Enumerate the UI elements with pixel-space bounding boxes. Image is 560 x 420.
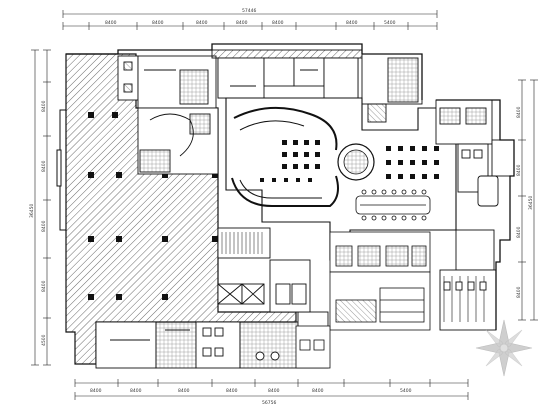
left-dimension-line [31, 49, 51, 366]
right-segment-dimension: 8400 [516, 164, 522, 176]
left-segment-dimension: 8400 [41, 100, 47, 112]
south-kitchen [295, 231, 431, 369]
bottom-segment-dimension: 8400 [130, 388, 142, 394]
left-total-dimension: 36450 [29, 204, 35, 218]
west-wall [56, 109, 66, 231]
top-segment-dimension: 8400 [196, 20, 208, 26]
right-segment-dimension: 8400 [516, 106, 522, 118]
bottom-segment-dimension: 5400 [400, 388, 412, 394]
bottom-segment-dimension: 8400 [226, 388, 238, 394]
top-segment-dimension: 8400 [272, 20, 284, 26]
top-segment-dimension: 8400 [346, 20, 358, 26]
bottom-segment-dimension: 8400 [312, 388, 324, 394]
bottom-dimension-line [74, 379, 469, 400]
bottom-segment-dimension: 8400 [268, 388, 280, 394]
dining-tables [260, 140, 439, 182]
compass-rose-icon [475, 319, 533, 377]
left-segment-dimension: 8400 [41, 220, 47, 232]
right-total-dimension: 36450 [528, 196, 534, 210]
right-segment-dimension: 8400 [516, 286, 522, 298]
top-segment-dimension: 5400 [384, 20, 396, 26]
east-block [435, 99, 515, 331]
bottom-total-dimension: 56756 [262, 400, 276, 406]
right-dimension-line [518, 79, 538, 321]
outer-wall-east [362, 53, 515, 330]
north-hall-rooms [217, 53, 423, 123]
stair-core [217, 227, 311, 313]
bottom-segment-dimension: 8400 [178, 388, 190, 394]
left-segment-dimension: 8400 [41, 160, 47, 172]
table-island [355, 189, 431, 221]
top-dimension-line [62, 10, 438, 30]
outer-wall-north [66, 43, 363, 55]
left-segment-dimension: 8400 [41, 280, 47, 292]
top-segment-dimension: 8400 [152, 20, 164, 26]
top-segment-dimension: 8400 [236, 20, 248, 26]
top-total-dimension: 57446 [242, 8, 256, 14]
bottom-segment-dimension: 8400 [90, 388, 102, 394]
top-segment-dimension: 8400 [105, 20, 117, 26]
left-segment-dimension: 4500 [41, 334, 47, 346]
north-service-rooms [117, 49, 363, 175]
central-dining-area [225, 97, 457, 261]
right-segment-dimension: 8400 [516, 226, 522, 238]
